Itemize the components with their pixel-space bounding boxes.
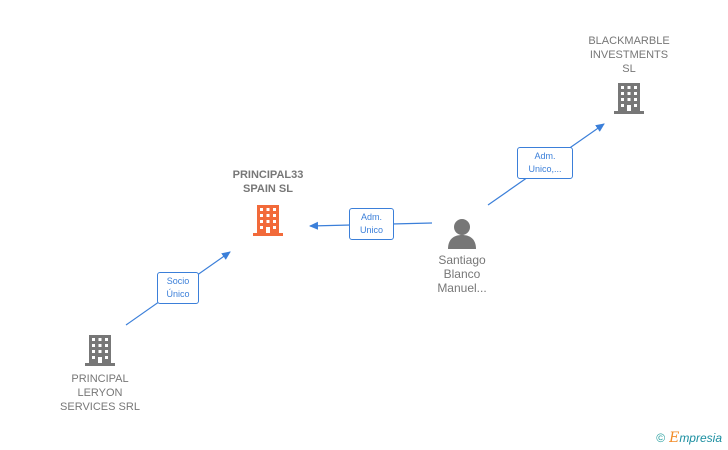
building-icon	[614, 83, 644, 114]
edge-label-adm-unico-principal33[interactable]: Adm. Unico	[349, 208, 394, 240]
edge-label-socio-unico[interactable]: Socio Único	[157, 272, 199, 304]
building-icon	[85, 335, 115, 366]
brand-name: mpresia	[679, 431, 722, 445]
node-blackmarble-investments[interactable]: BLACKMARBLE INVESTMENTS SL	[573, 34, 685, 116]
building-icon	[253, 205, 283, 236]
node-label: Santiago Blanco Manuel...	[437, 253, 487, 295]
node-label: PRINCIPAL LERYON SERVICES SRL	[60, 373, 140, 413]
copyright-symbol: ©	[656, 431, 666, 445]
empresia-logo: © Empresia	[656, 430, 722, 446]
node-label: BLACKMARBLE INVESTMENTS SL	[588, 35, 670, 75]
node-label: PRINCIPAL33 SPAIN SL	[232, 169, 304, 195]
brand-initial: E	[669, 430, 680, 446]
node-principal33-spain[interactable]: PRINCIPAL33 SPAIN SL	[212, 168, 324, 238]
edge-label-adm-unico-blackmarble[interactable]: Adm. Unico,...	[517, 147, 573, 179]
node-principal-leryon-services[interactable]: PRINCIPAL LERYON SERVICES SRL	[44, 332, 156, 414]
node-santiago-blanco-manuel[interactable]: Santiago Blanco Manuel...	[412, 216, 512, 295]
person-icon	[448, 219, 476, 249]
